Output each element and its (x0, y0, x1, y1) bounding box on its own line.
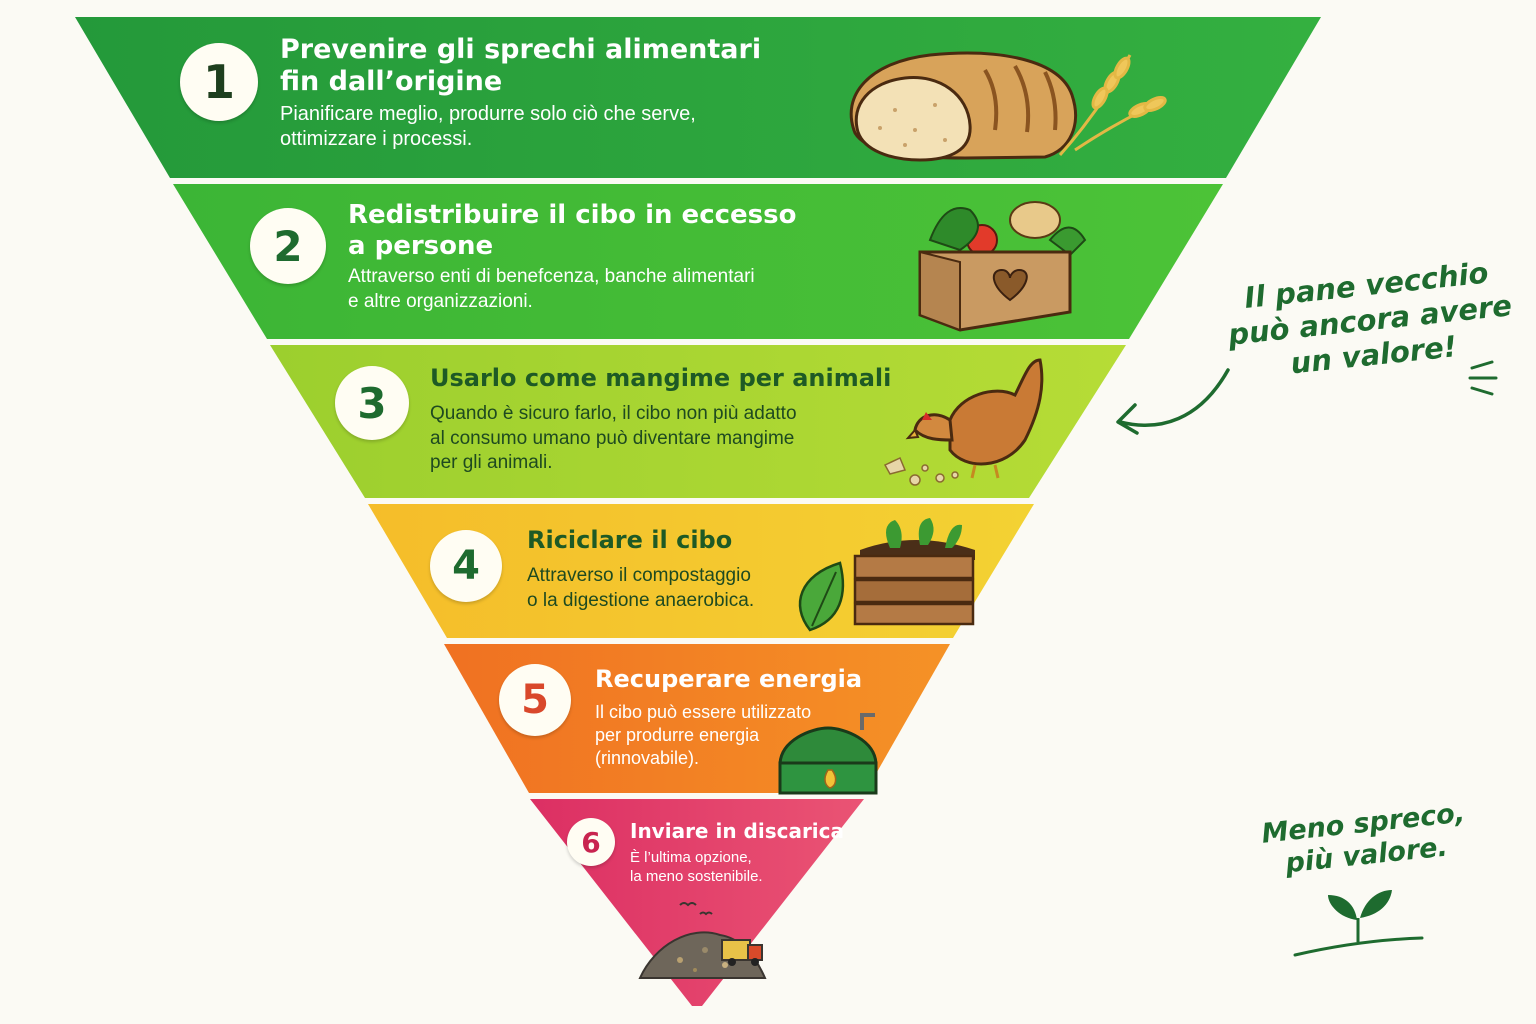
tier-title-2b: a persone (348, 230, 494, 261)
tier-text-5: Recuperare energia Il cibo può essere ut… (595, 665, 875, 770)
tier-desc-3b: al consumo umano può diventare mangime (430, 427, 795, 449)
tier-title-5: Recuperare energia (595, 665, 863, 693)
birds-icon (679, 902, 713, 916)
tier-band-6 (530, 799, 864, 1006)
wheat-icon (1058, 54, 1167, 156)
tier-band-3 (270, 345, 1126, 498)
bread-icon (849, 51, 1077, 162)
biogas-tank-icon (778, 713, 878, 795)
food-box-heart-icon (918, 201, 1087, 332)
hen-icon (883, 358, 1044, 486)
compost-crate-icon (853, 518, 975, 626)
tier-text-6: Inviare in discarica È l’ultima opzione,… (630, 819, 850, 886)
emphasis-lines-icon (1468, 360, 1498, 396)
tier-desc-1a: Pianificare meglio, produrre solo ciò ch… (280, 102, 696, 125)
tier-title-6: Inviare in discarica (630, 819, 845, 843)
tier-desc-6a: È l’ultima opzione, (630, 848, 752, 866)
tier-title-1b: fin dall’origine (280, 65, 503, 97)
tier-desc-4a: Attraverso il compostaggio (527, 565, 751, 587)
garbage-truck-icon (721, 939, 763, 966)
tier-number-4: 4 (430, 530, 502, 602)
tier-title-2a: Redistribuire il cibo in eccesso (348, 200, 797, 230)
tier-desc-5b: per produrre energia (595, 725, 760, 746)
leaf-icon (798, 561, 845, 632)
tier-text-4: Riciclare il cibo Attraverso il composta… (527, 526, 817, 613)
tier-number-1: 1 (180, 43, 258, 121)
tier-title-3: Usarlo come mangime per animali (430, 364, 892, 392)
tier-number-2: 2 (250, 208, 326, 284)
tier-text-3: Usarlo come mangime per animali Quando è… (430, 364, 910, 475)
tier-desc-4b: o la digestione anaerobica. (527, 589, 755, 611)
tier-desc-5a: Il cibo può essere utilizzato (595, 702, 812, 723)
arrow-head-icon (1116, 403, 1139, 435)
tier-desc-3c: per gli animali. (430, 451, 553, 473)
tier-title-4: Riciclare il cibo (527, 526, 733, 554)
tier-desc-6b: la meno sostenibile. (630, 867, 763, 885)
tier-number-6: 6 (567, 818, 615, 866)
tier-title-1a: Prevenire gli sprechi alimentari (280, 34, 762, 65)
tier-desc-3a: Quando è sicuro farlo, il cibo non più a… (430, 403, 797, 425)
tier-desc-2a: Attraverso enti di benefcenza, banche al… (348, 266, 755, 288)
tier-number-3: 3 (335, 366, 409, 440)
tier-desc-2b: e altre organizzazioni. (348, 290, 533, 312)
tier-number-5: 5 (499, 664, 571, 736)
sprout-icon (1293, 890, 1424, 957)
arrow-icon (1118, 368, 1230, 427)
tier-desc-1b: ottimizzare i processi. (280, 128, 473, 151)
tier-desc-5c: (rinnovabile). (595, 748, 700, 769)
